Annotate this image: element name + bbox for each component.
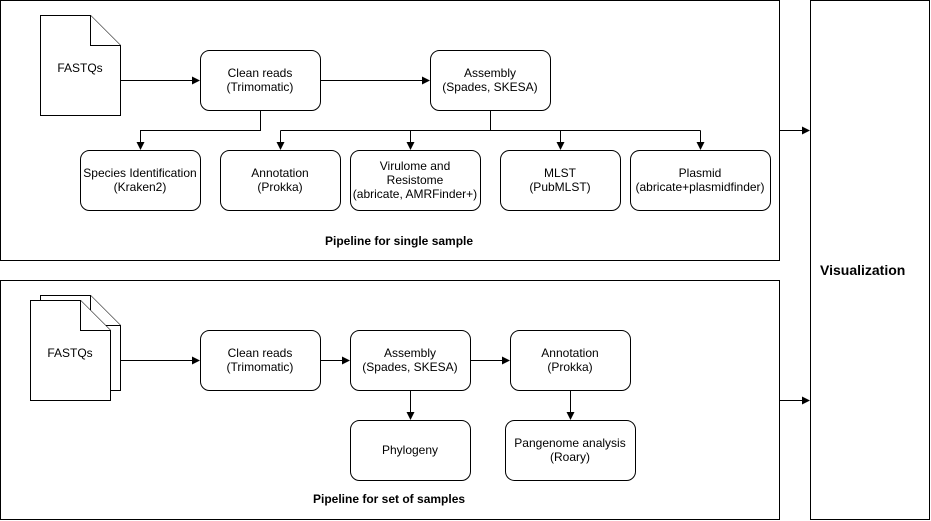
set-fastq-label: FASTQs: [30, 330, 110, 375]
set-fastq-text: FASTQs: [47, 345, 93, 360]
species-title: Species Identification: [83, 166, 197, 180]
visualization-label: Visualization: [820, 262, 906, 278]
set-assembly-tool: (Spades, SKESA): [362, 360, 458, 374]
plasmid-node: [630, 150, 771, 211]
pangenome-title: Pangenome analysis: [514, 436, 626, 450]
clean-reads-tool: (Trimomatic): [226, 80, 294, 94]
fastq-text: FASTQs: [57, 60, 103, 75]
virulome-title-1: Virulome and: [379, 159, 451, 173]
annotation-label: Annotation (Prokka): [220, 150, 340, 210]
plasmid-tool: (abricate+plasmidfinder): [635, 180, 765, 194]
assembly-label: Assembly (Spades, SKESA): [430, 50, 550, 110]
annotation-tool: (Prokka): [257, 180, 303, 194]
fastq-stack-front-fold: [80, 300, 111, 331]
phylogeny-title: Phylogeny: [381, 443, 439, 457]
set-clean-reads-tool: (Trimomatic): [226, 360, 294, 374]
virulome-label: Virulome and Resistome (abricate, AMRFin…: [350, 150, 480, 210]
species-label: Species Identification (Kraken2): [80, 150, 200, 210]
pangenome-node: [505, 420, 636, 481]
mlst-tool: (PubMLST): [529, 180, 591, 194]
annotation-title: Annotation: [251, 166, 309, 180]
set-annotation-label: Annotation (Prokka): [510, 330, 630, 390]
species-identification-node: [80, 150, 201, 211]
plasmid-label: Plasmid (abricate+plasmidfinder): [630, 150, 770, 210]
mlst-label: MLST (PubMLST): [500, 150, 620, 210]
set-clean-reads-title: Clean reads: [227, 346, 293, 360]
clean-reads-label: Clean reads (Trimomatic): [200, 50, 320, 110]
set-annotation-tool: (Prokka): [547, 360, 593, 374]
set-of-samples-frame: [0, 280, 780, 520]
virulome-tool: (abricate, AMRFinder+): [352, 187, 478, 201]
visualization-box: [810, 0, 930, 520]
set-of-samples-caption: Pipeline for set of samples: [313, 492, 466, 506]
species-tool: (Kraken2): [113, 180, 167, 194]
set-assembly-title: Assembly: [383, 346, 436, 360]
clean-reads-title: Clean reads: [227, 66, 293, 80]
plasmid-title: Plasmid: [678, 166, 722, 180]
assembly-title: Assembly: [463, 66, 516, 80]
edge-clean-reads-to-species: [136, 110, 261, 150]
single-sample-caption: Pipeline for single sample: [325, 234, 474, 248]
set-annotation-title: Annotation: [541, 346, 599, 360]
pangenome-label: Pangenome analysis (Roary): [505, 420, 635, 480]
set-clean-reads-label: Clean reads (Trimomatic): [200, 330, 320, 390]
fastq-label: FASTQs: [40, 45, 120, 90]
mlst-title: MLST: [543, 166, 576, 180]
annotation-node: [220, 150, 341, 211]
pangenome-tool: (Roary): [549, 450, 590, 464]
virulome-title-2: Resistome: [386, 173, 444, 187]
phylogeny-node: [350, 420, 471, 481]
fastq-document-fold: [90, 15, 121, 46]
virulome-resistome-node: [350, 150, 481, 211]
set-assembly-label: Assembly (Spades, SKESA): [350, 330, 470, 390]
mlst-node: [500, 150, 621, 211]
assembly-tool: (Spades, SKESA): [442, 80, 538, 94]
phylogeny-label: Phylogeny: [350, 420, 470, 480]
